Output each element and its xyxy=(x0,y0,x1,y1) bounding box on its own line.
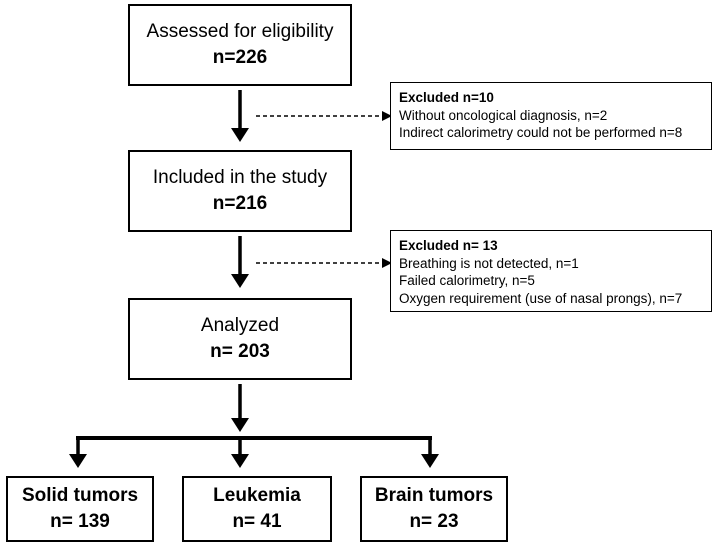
excluded-1-item: Indirect calorimetry could not be perfor… xyxy=(399,125,683,140)
brain-tumors-label: Brain tumors xyxy=(374,485,494,506)
excluded-box-2: Excluded n= 13 Breathing is not detected… xyxy=(390,230,712,312)
excluded-box-1: Excluded n=10 Without oncological diagno… xyxy=(390,82,712,150)
analyzed-label: Analyzed xyxy=(200,315,280,336)
included-count: n=216 xyxy=(212,193,268,214)
leukemia-label: Leukemia xyxy=(213,485,301,506)
brain-tumors-count: n= 23 xyxy=(409,511,459,532)
excluded-1-title: Excluded n=10 xyxy=(399,90,494,105)
solid-tumors-box: Solid tumors n= 139 xyxy=(6,476,154,542)
dashed-arrow-excluded-2 xyxy=(256,258,392,268)
included-label: Included in the study xyxy=(152,167,328,188)
arrow-assessed-to-included xyxy=(231,90,249,142)
excluded-2-title: Excluded n= 13 xyxy=(399,238,498,253)
solid-tumors-label: Solid tumors xyxy=(21,485,139,506)
excluded-2-item: Failed calorimetry, n=5 xyxy=(399,273,535,288)
included-box: Included in the study n=216 xyxy=(128,150,352,232)
analyzed-count: n= 203 xyxy=(210,341,270,362)
analyzed-box: Analyzed n= 203 xyxy=(128,298,352,380)
leukemia-count: n= 41 xyxy=(232,511,282,532)
leukemia-box: Leukemia n= 41 xyxy=(182,476,332,542)
brain-tumors-box: Brain tumors n= 23 xyxy=(360,476,508,542)
dashed-arrow-excluded-1 xyxy=(256,111,392,121)
assessed-count: n=226 xyxy=(212,47,268,68)
assessed-label: Assessed for eligibility xyxy=(146,21,334,42)
excluded-2-item: Breathing is not detected, n=1 xyxy=(399,255,579,271)
solid-tumors-count: n= 139 xyxy=(50,511,110,532)
split-branch-line xyxy=(69,436,439,468)
arrow-analyzed-to-split xyxy=(231,384,249,432)
arrow-included-to-analyzed xyxy=(231,236,249,288)
assessed-box: Assessed for eligibility n=226 xyxy=(128,4,352,86)
excluded-2-item: Oxygen requirement (use of nasal prongs)… xyxy=(399,290,683,306)
excluded-1-item: Without oncological diagnosis, n=2 xyxy=(399,107,608,123)
